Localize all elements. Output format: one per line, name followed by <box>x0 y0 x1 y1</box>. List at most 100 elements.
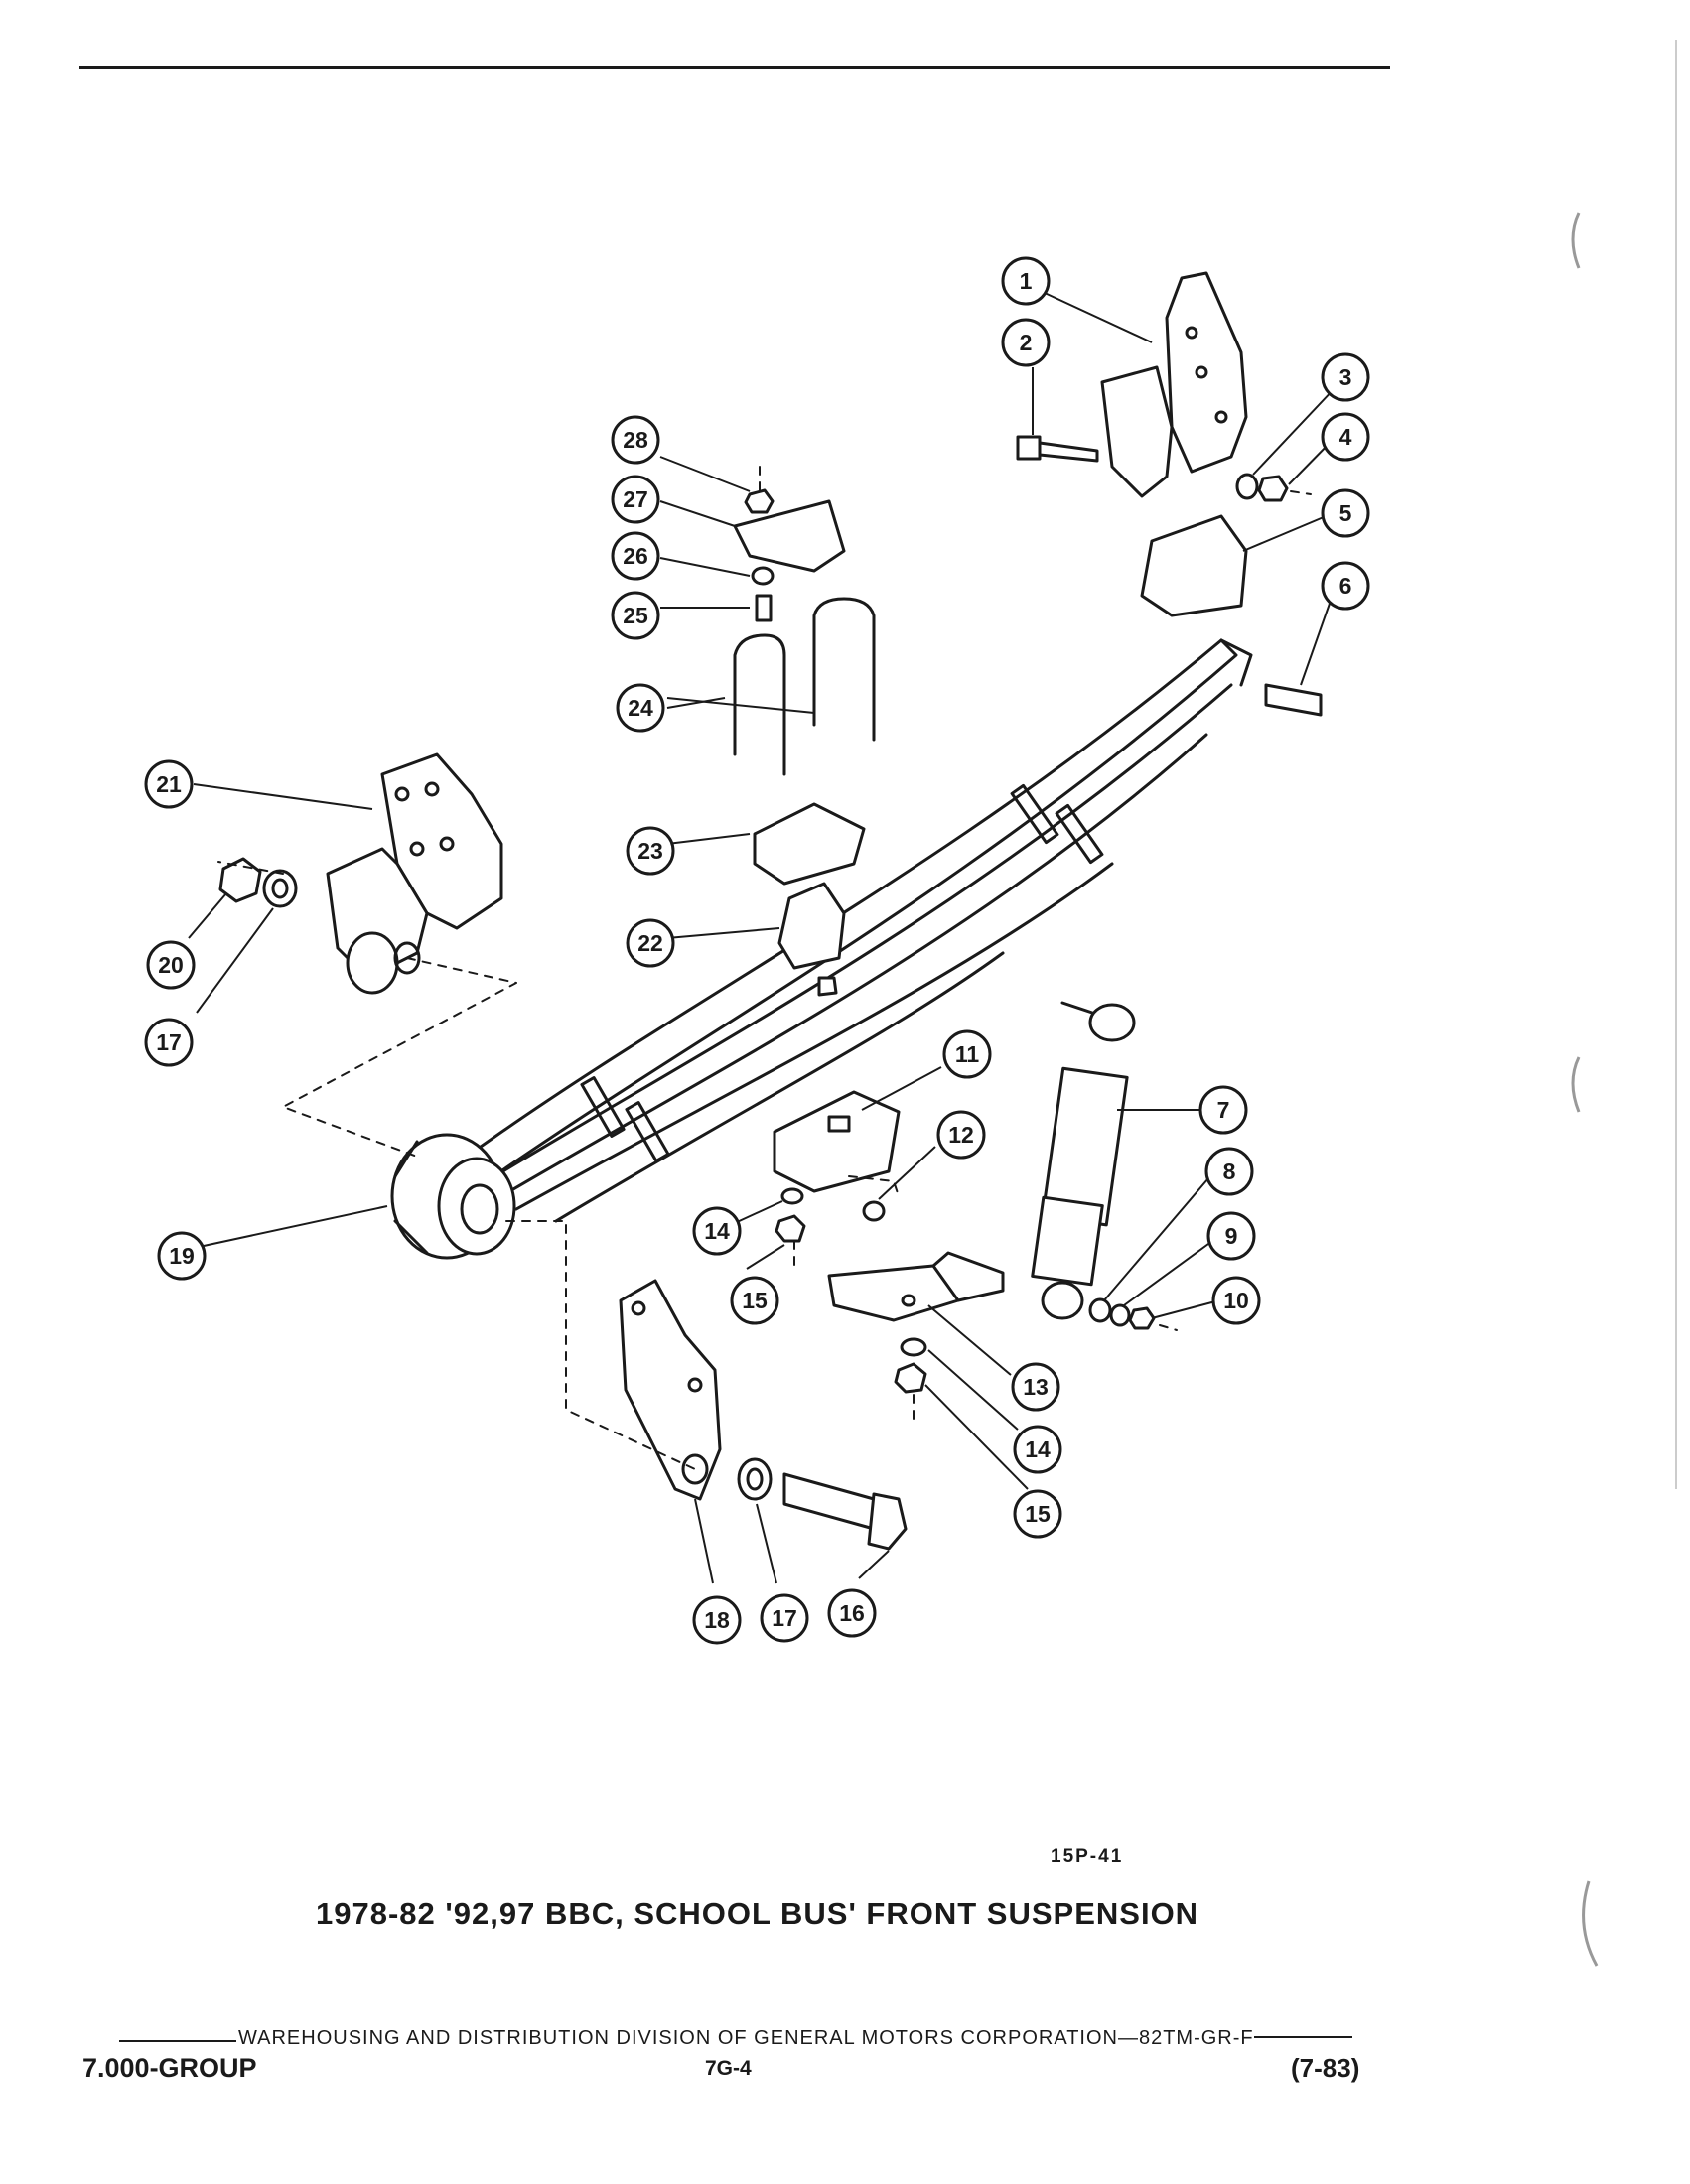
callout-circle <box>1211 1276 1261 1325</box>
axle-nut <box>775 1214 806 1243</box>
callout-circle <box>144 1018 194 1067</box>
callout-number: 9 <box>1225 1223 1238 1249</box>
alignment-lines <box>217 466 1312 1470</box>
spring-eye-bushing <box>390 1133 516 1260</box>
callout-number: 23 <box>637 838 663 864</box>
callout-circle <box>1198 1085 1248 1135</box>
callout-11: 11 <box>942 1029 992 1079</box>
callout-circle <box>1011 1362 1060 1412</box>
spring-plate <box>733 499 846 573</box>
bracket-nut <box>1257 475 1289 502</box>
shock-nut <box>1128 1306 1156 1330</box>
shock-bracket <box>827 1264 960 1322</box>
callout-9: 9 <box>1206 1211 1256 1261</box>
rebound-cushion <box>1140 514 1248 617</box>
callout-number: 22 <box>637 930 663 956</box>
callout-circle <box>146 940 196 990</box>
front-hanger-bracket <box>326 752 503 995</box>
callout-circle <box>730 1276 779 1325</box>
callout-8: 8 <box>1204 1147 1254 1196</box>
rear-shackle <box>619 1279 722 1501</box>
callout-number: 25 <box>623 603 648 628</box>
callout-10: 10 <box>1211 1276 1261 1325</box>
callout-circle <box>1001 318 1051 367</box>
callout-circle <box>1013 1489 1062 1539</box>
callout-circle <box>616 683 665 733</box>
bracket-washer-lower <box>900 1337 927 1357</box>
callout-circle <box>611 531 660 581</box>
callout-number: 6 <box>1339 573 1352 599</box>
callout-number: 2 <box>1020 330 1033 355</box>
callout-number: 14 <box>1025 1436 1051 1462</box>
callout-circle <box>611 591 660 640</box>
callout-3: 3 <box>1321 352 1370 402</box>
callout-circle <box>692 1206 742 1256</box>
callout-labels: 1234567891011121314141515161717181920212… <box>144 256 1370 1645</box>
bracket-nut-lower <box>894 1362 927 1394</box>
callout-number: 15 <box>742 1288 768 1313</box>
callout-15a: 15 <box>730 1276 779 1325</box>
callout-number: 14 <box>704 1218 730 1244</box>
callout-number: 3 <box>1339 364 1352 390</box>
callout-circle <box>611 475 660 524</box>
callout-13: 13 <box>1011 1362 1060 1412</box>
callout-circle <box>936 1110 986 1160</box>
callout-circle <box>760 1593 809 1643</box>
plate-bolt <box>755 594 773 622</box>
callout-16: 16 <box>827 1588 877 1638</box>
figure-caption: 1978-82 '92,97 BBC, SCHOOL BUS' FRONT SU… <box>316 1896 1199 1931</box>
callout-number: 28 <box>623 427 648 453</box>
callout-19: 19 <box>157 1231 207 1281</box>
callout-6: 6 <box>1321 561 1370 611</box>
callout-number: 15 <box>1025 1501 1051 1527</box>
callout-circle <box>1001 256 1051 306</box>
callout-circle <box>1204 1147 1254 1196</box>
callout-number: 5 <box>1339 500 1352 526</box>
callout-12: 12 <box>936 1110 986 1160</box>
bracket-bolt <box>1016 435 1099 463</box>
callout-1: 1 <box>1001 256 1051 306</box>
axle-bumper <box>777 882 846 970</box>
callout-28: 28 <box>611 415 660 465</box>
spring-seat-bracket <box>1100 271 1248 498</box>
callout-27: 27 <box>611 475 660 524</box>
dowel-pin <box>862 1200 886 1222</box>
axle-block <box>773 1090 901 1193</box>
bracket-washer <box>1235 473 1259 500</box>
callout-number: 13 <box>1023 1374 1049 1400</box>
footer-division-line: WAREHOUSING AND DISTRIBUTION DIVISION OF… <box>238 2027 1254 2049</box>
callout-circle <box>611 415 660 465</box>
callout-21: 21 <box>144 759 194 809</box>
callout-number: 4 <box>1339 424 1352 450</box>
shock-washer-b <box>1109 1303 1131 1327</box>
callout-number: 26 <box>623 543 648 569</box>
callout-24: 24 <box>616 683 665 733</box>
callout-circle <box>1321 561 1370 611</box>
callout-25: 25 <box>611 591 660 640</box>
callout-circle <box>827 1588 877 1638</box>
rear-washer <box>737 1457 773 1501</box>
callout-number: 21 <box>156 771 182 797</box>
callout-circle <box>1013 1425 1062 1474</box>
axle-washer <box>780 1187 804 1205</box>
callout-circle <box>1206 1211 1256 1261</box>
footer-group: 7.000-GROUP <box>82 2053 257 2083</box>
callout-17b: 17 <box>760 1593 809 1643</box>
callout-7: 7 <box>1198 1085 1248 1135</box>
callout-number: 24 <box>628 695 653 721</box>
callout-17a: 17 <box>144 1018 194 1067</box>
callout-number: 20 <box>158 952 184 978</box>
callout-26: 26 <box>611 531 660 581</box>
callout-20: 20 <box>146 940 196 990</box>
leaf-spring <box>465 638 1253 1223</box>
callout-circle <box>692 1595 742 1645</box>
front-bolt-nut <box>218 857 262 903</box>
callout-number: 16 <box>839 1600 865 1626</box>
callout-15b: 15 <box>1013 1489 1062 1539</box>
binder-marks <box>1571 40 1677 1967</box>
callout-number: 18 <box>704 1607 730 1633</box>
callout-4: 4 <box>1321 412 1370 462</box>
callout-number: 17 <box>772 1605 797 1631</box>
